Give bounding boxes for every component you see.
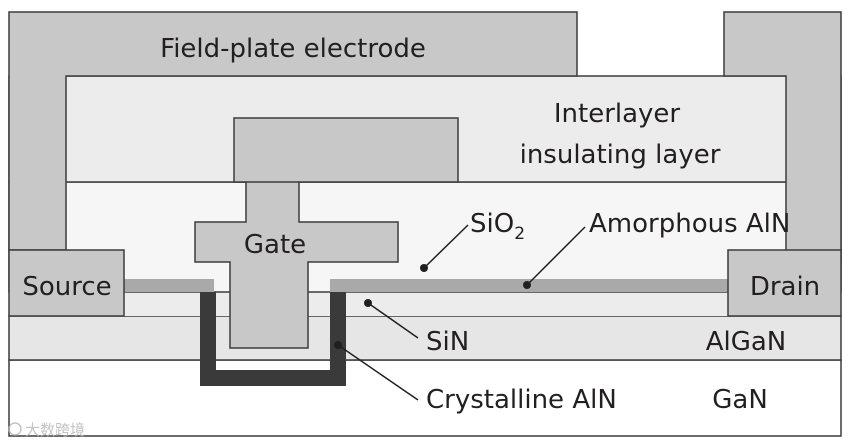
watermark-logo-icon [8,422,22,436]
sio2-label-base: SiO [470,209,514,239]
drain-label: Drain [750,272,820,302]
source-label: Source [22,272,111,302]
amorphous-aln-label: Amorphous AlN [589,209,790,239]
gan-label: GaN [712,385,768,415]
sio2-label: SiO2 [470,209,525,244]
crystalline-aln-label: Crystalline AlN [426,385,617,415]
watermark-text: 大数跨境 [25,421,85,439]
amorphous-aln-leader-line [526,226,586,286]
amorphous-aln-layer-left [124,279,214,292]
algan-layer [8,315,842,361]
sin-layer [9,292,841,316]
algan-label: AlGaN [706,327,787,357]
gate-label: Gate [244,230,306,260]
sio2-label-subscript: 2 [514,224,525,244]
interlayer-label-line1: Interlayer [554,99,681,129]
drain-electrode [727,249,842,317]
amorphous-aln-leader-dot [523,281,531,289]
sio2-leader-dot [420,264,428,272]
crystalline-aln-leader-dot [334,341,342,349]
sin-label: SiN [426,327,469,357]
watermark: 大数跨境 [8,421,85,439]
sin-leader-dot [364,299,372,307]
sio2-leader-line [423,224,469,269]
crystalline-aln-leader-line [337,344,419,401]
gate-electrode [194,117,459,349]
crystalline-aln-liner [200,292,346,386]
field-plate-label: Field-plate electrode [160,34,426,64]
gan-layer [8,359,842,437]
source-electrode [8,249,125,317]
sin-leader-line [367,302,419,339]
interlayer-label-line2: insulating layer [520,140,721,170]
